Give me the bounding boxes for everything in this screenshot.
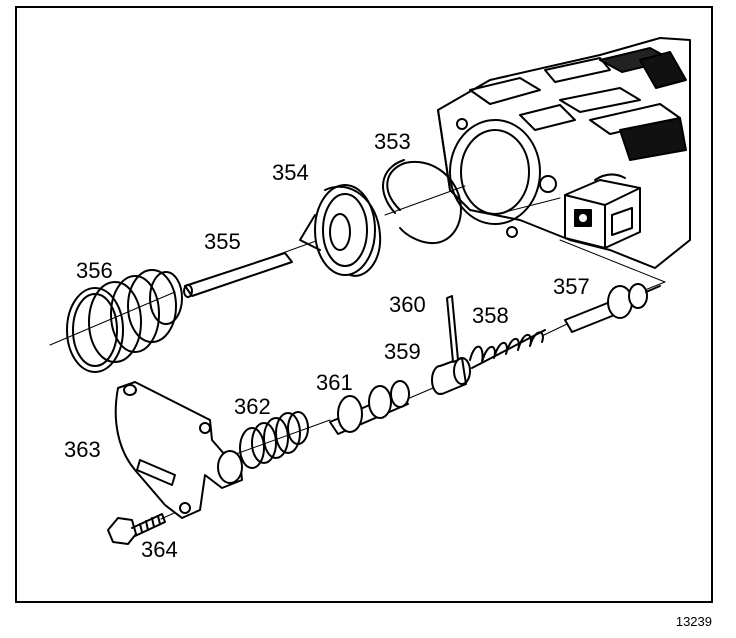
callout-359: 359 (384, 339, 421, 364)
part-363-cover (114, 381, 243, 519)
callout-356: 356 (76, 258, 113, 283)
callout-364: 364 (141, 537, 178, 562)
callout-357: 357 (553, 274, 590, 299)
part-364-bolt (107, 513, 166, 545)
callout-355: 355 (204, 229, 241, 254)
part-354-piston (299, 184, 382, 277)
callout-363: 363 (64, 437, 101, 462)
part-360-roll-pin (446, 295, 459, 363)
part-356-spring (66, 269, 183, 373)
part-355-pin (183, 252, 293, 298)
callout-360: 360 (389, 292, 426, 317)
part-357-valve (564, 283, 661, 333)
callout-361: 361 (316, 370, 353, 395)
part-362-spring (239, 411, 309, 469)
callout-353: 353 (374, 129, 411, 154)
callout-358: 358 (472, 303, 509, 328)
callout-362: 362 (234, 394, 271, 419)
figure-number: 13239 (675, 614, 712, 629)
part-359-sleeve (431, 357, 471, 395)
transmission-case (437, 37, 691, 269)
part-358-spring (469, 329, 546, 369)
part-361-valve (329, 380, 410, 435)
callout-354: 354 (272, 160, 309, 185)
part-353-snap-ring (382, 159, 462, 245)
